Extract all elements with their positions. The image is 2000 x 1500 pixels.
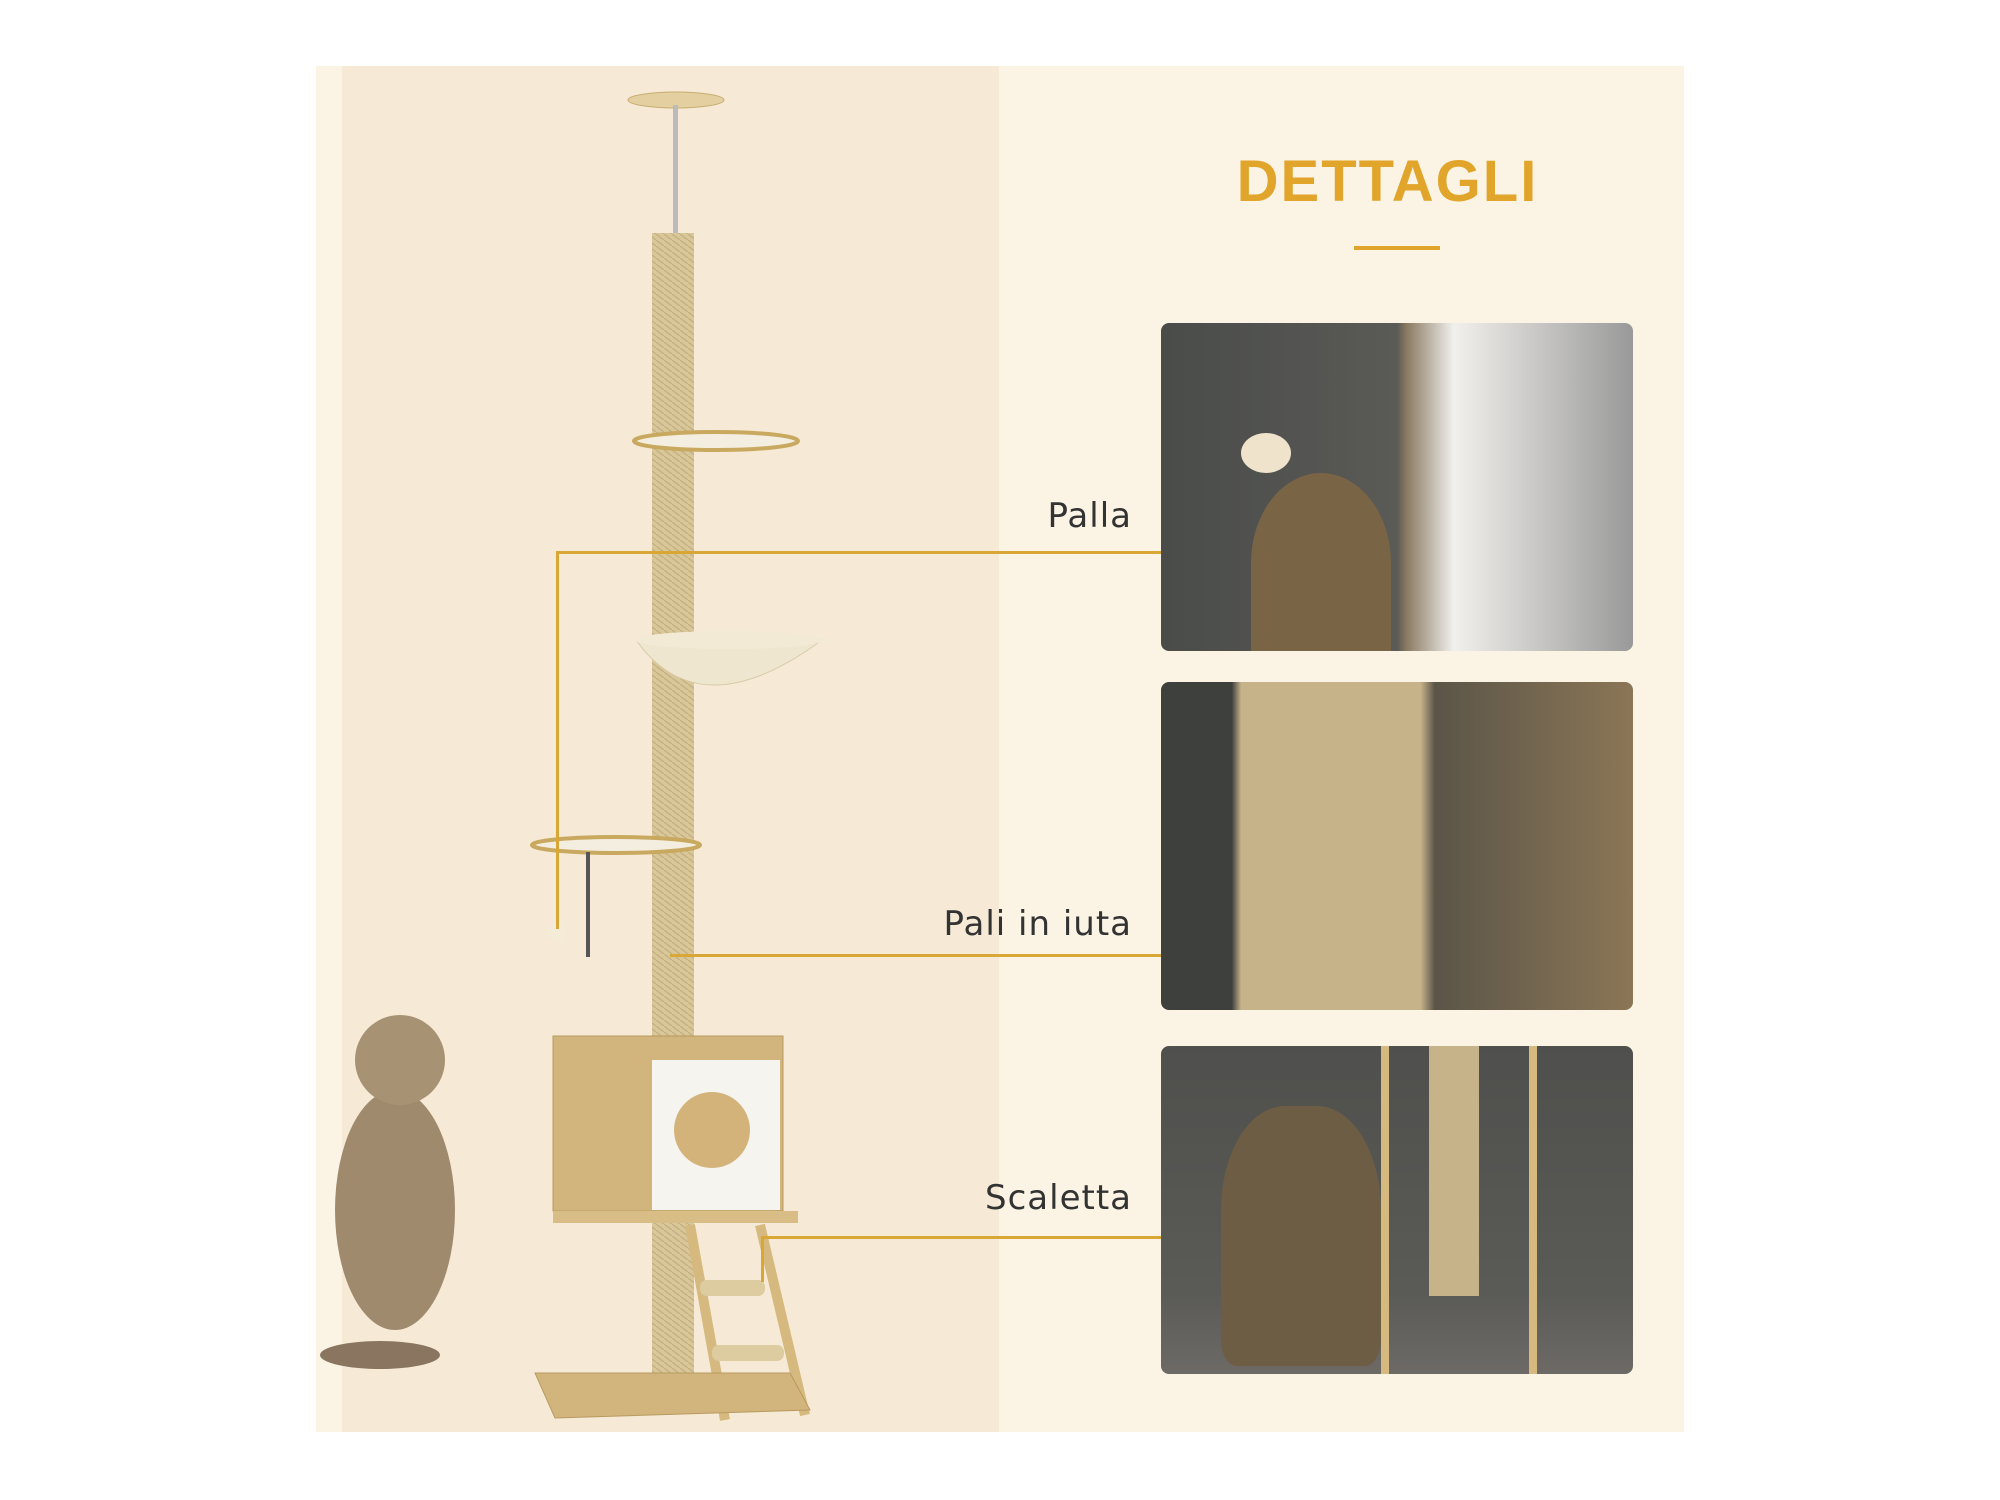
callout-line-palla-drop xyxy=(556,551,559,929)
callout-line-pali xyxy=(670,954,1161,957)
photo-cat-scratching-post xyxy=(1161,682,1633,1010)
post-icon xyxy=(1429,1046,1479,1296)
callout-label-palla: Palla xyxy=(1047,496,1132,536)
cat-icon xyxy=(1221,1106,1381,1366)
callout-line-scaletta xyxy=(761,1236,1161,1239)
callout-label-scaletta: Scaletta xyxy=(985,1178,1132,1218)
photo-cat-playing-ball xyxy=(1161,323,1633,651)
ball-icon xyxy=(1241,433,1291,473)
cat-icon xyxy=(1251,473,1391,651)
title-underline xyxy=(1354,246,1440,250)
ladder-icon xyxy=(1381,1046,1537,1374)
callout-label-pali: Pali in iuta xyxy=(943,904,1132,944)
photo-cat-ladder xyxy=(1161,1046,1633,1374)
callout-line-scaletta-drop xyxy=(761,1236,764,1282)
section-title: DETTAGLI xyxy=(1236,149,1539,214)
callout-line-palla xyxy=(556,551,1161,554)
